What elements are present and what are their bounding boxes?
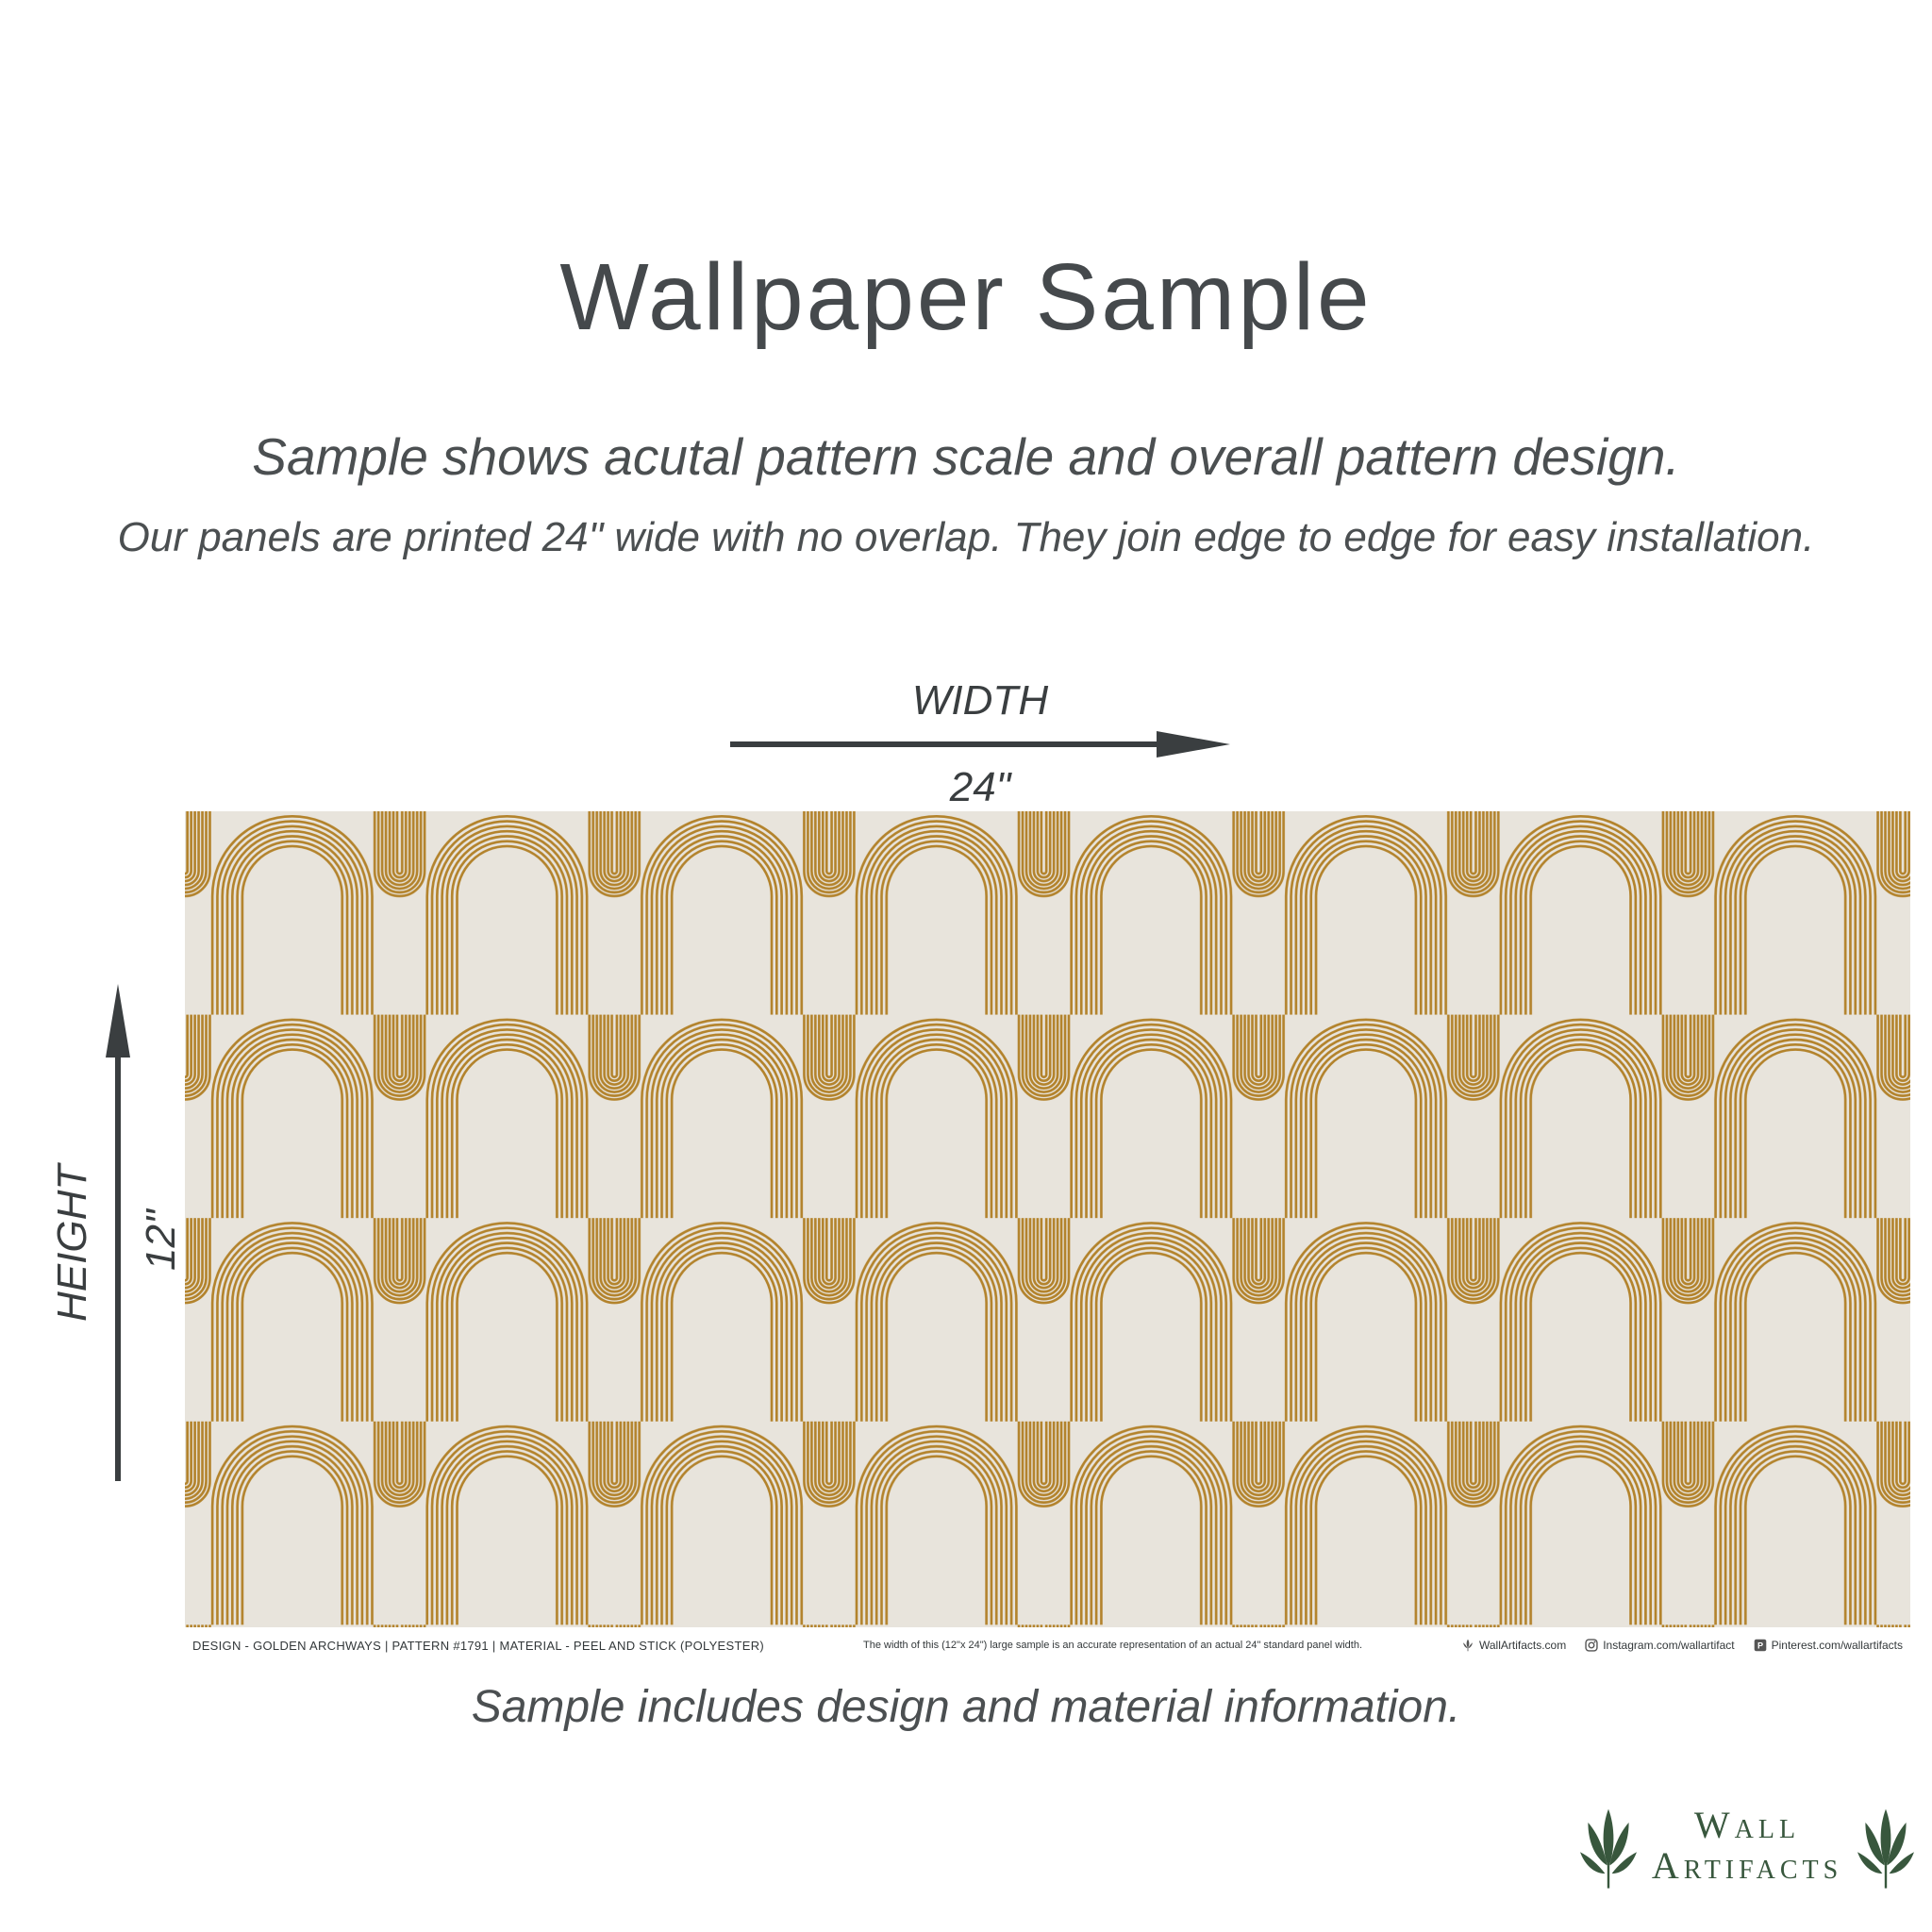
brand-logo: Wall Artifacts [1568,1800,1926,1890]
width-annotation: WIDTH 24" [730,677,1230,811]
plant-sprig-icon [1857,1808,1915,1889]
wallartifacts-label: WallArtifacts.com [1478,1639,1567,1652]
pinterest-label: Pinterest.com/wallartifacts [1771,1639,1903,1652]
subtitle-primary: Sample shows acutal pattern scale and ov… [252,427,1680,486]
height-label: HEIGHT [49,1164,95,1323]
plant-sprig-icon [1579,1808,1637,1889]
width-arrow-icon [730,731,1230,758]
page-title: Wallpaper Sample [559,244,1373,350]
width-value: 24" [949,764,1011,810]
design-info: DESIGN - GOLDEN ARCHWAYS | PATTERN #1791… [192,1638,765,1653]
width-label: WIDTH [911,677,1049,724]
pinterest-link: P Pinterest.com/wallartifacts [1754,1639,1903,1652]
height-value: 12" [138,1209,184,1272]
pinterest-icon: P [1754,1639,1766,1652]
wallpaper-sample: DESIGN - GOLDEN ARCHWAYS | PATTERN #1791… [185,811,1910,1663]
instagram-link: Instagram.com/wallartifact [1585,1639,1735,1652]
subtitle-secondary: Our panels are printed 24" wide with no … [117,514,1815,560]
instagram-label: Instagram.com/wallartifact [1603,1639,1735,1652]
width-note: The width of this (12"x 24") large sampl… [862,1640,1362,1651]
instagram-icon [1585,1639,1598,1652]
svg-text:P: P [1757,1641,1763,1651]
height-arrow-icon [106,984,130,1481]
leaf-icon [1463,1639,1473,1652]
brand-name: Wall Artifacts [1651,1803,1843,1887]
social-links: WallArtifacts.com Instagram.com/wallarti… [1461,1639,1903,1652]
wallartifacts-link: WallArtifacts.com [1461,1639,1566,1652]
golden-archways-pattern [185,811,1910,1627]
brand-name-line2: Artifacts [1651,1844,1843,1887]
sample-caption-bar: DESIGN - GOLDEN ARCHWAYS | PATTERN #1791… [185,1627,1910,1663]
brand-name-line1: Wall [1693,1803,1801,1846]
sample-note: Sample includes design and material info… [471,1682,1461,1732]
